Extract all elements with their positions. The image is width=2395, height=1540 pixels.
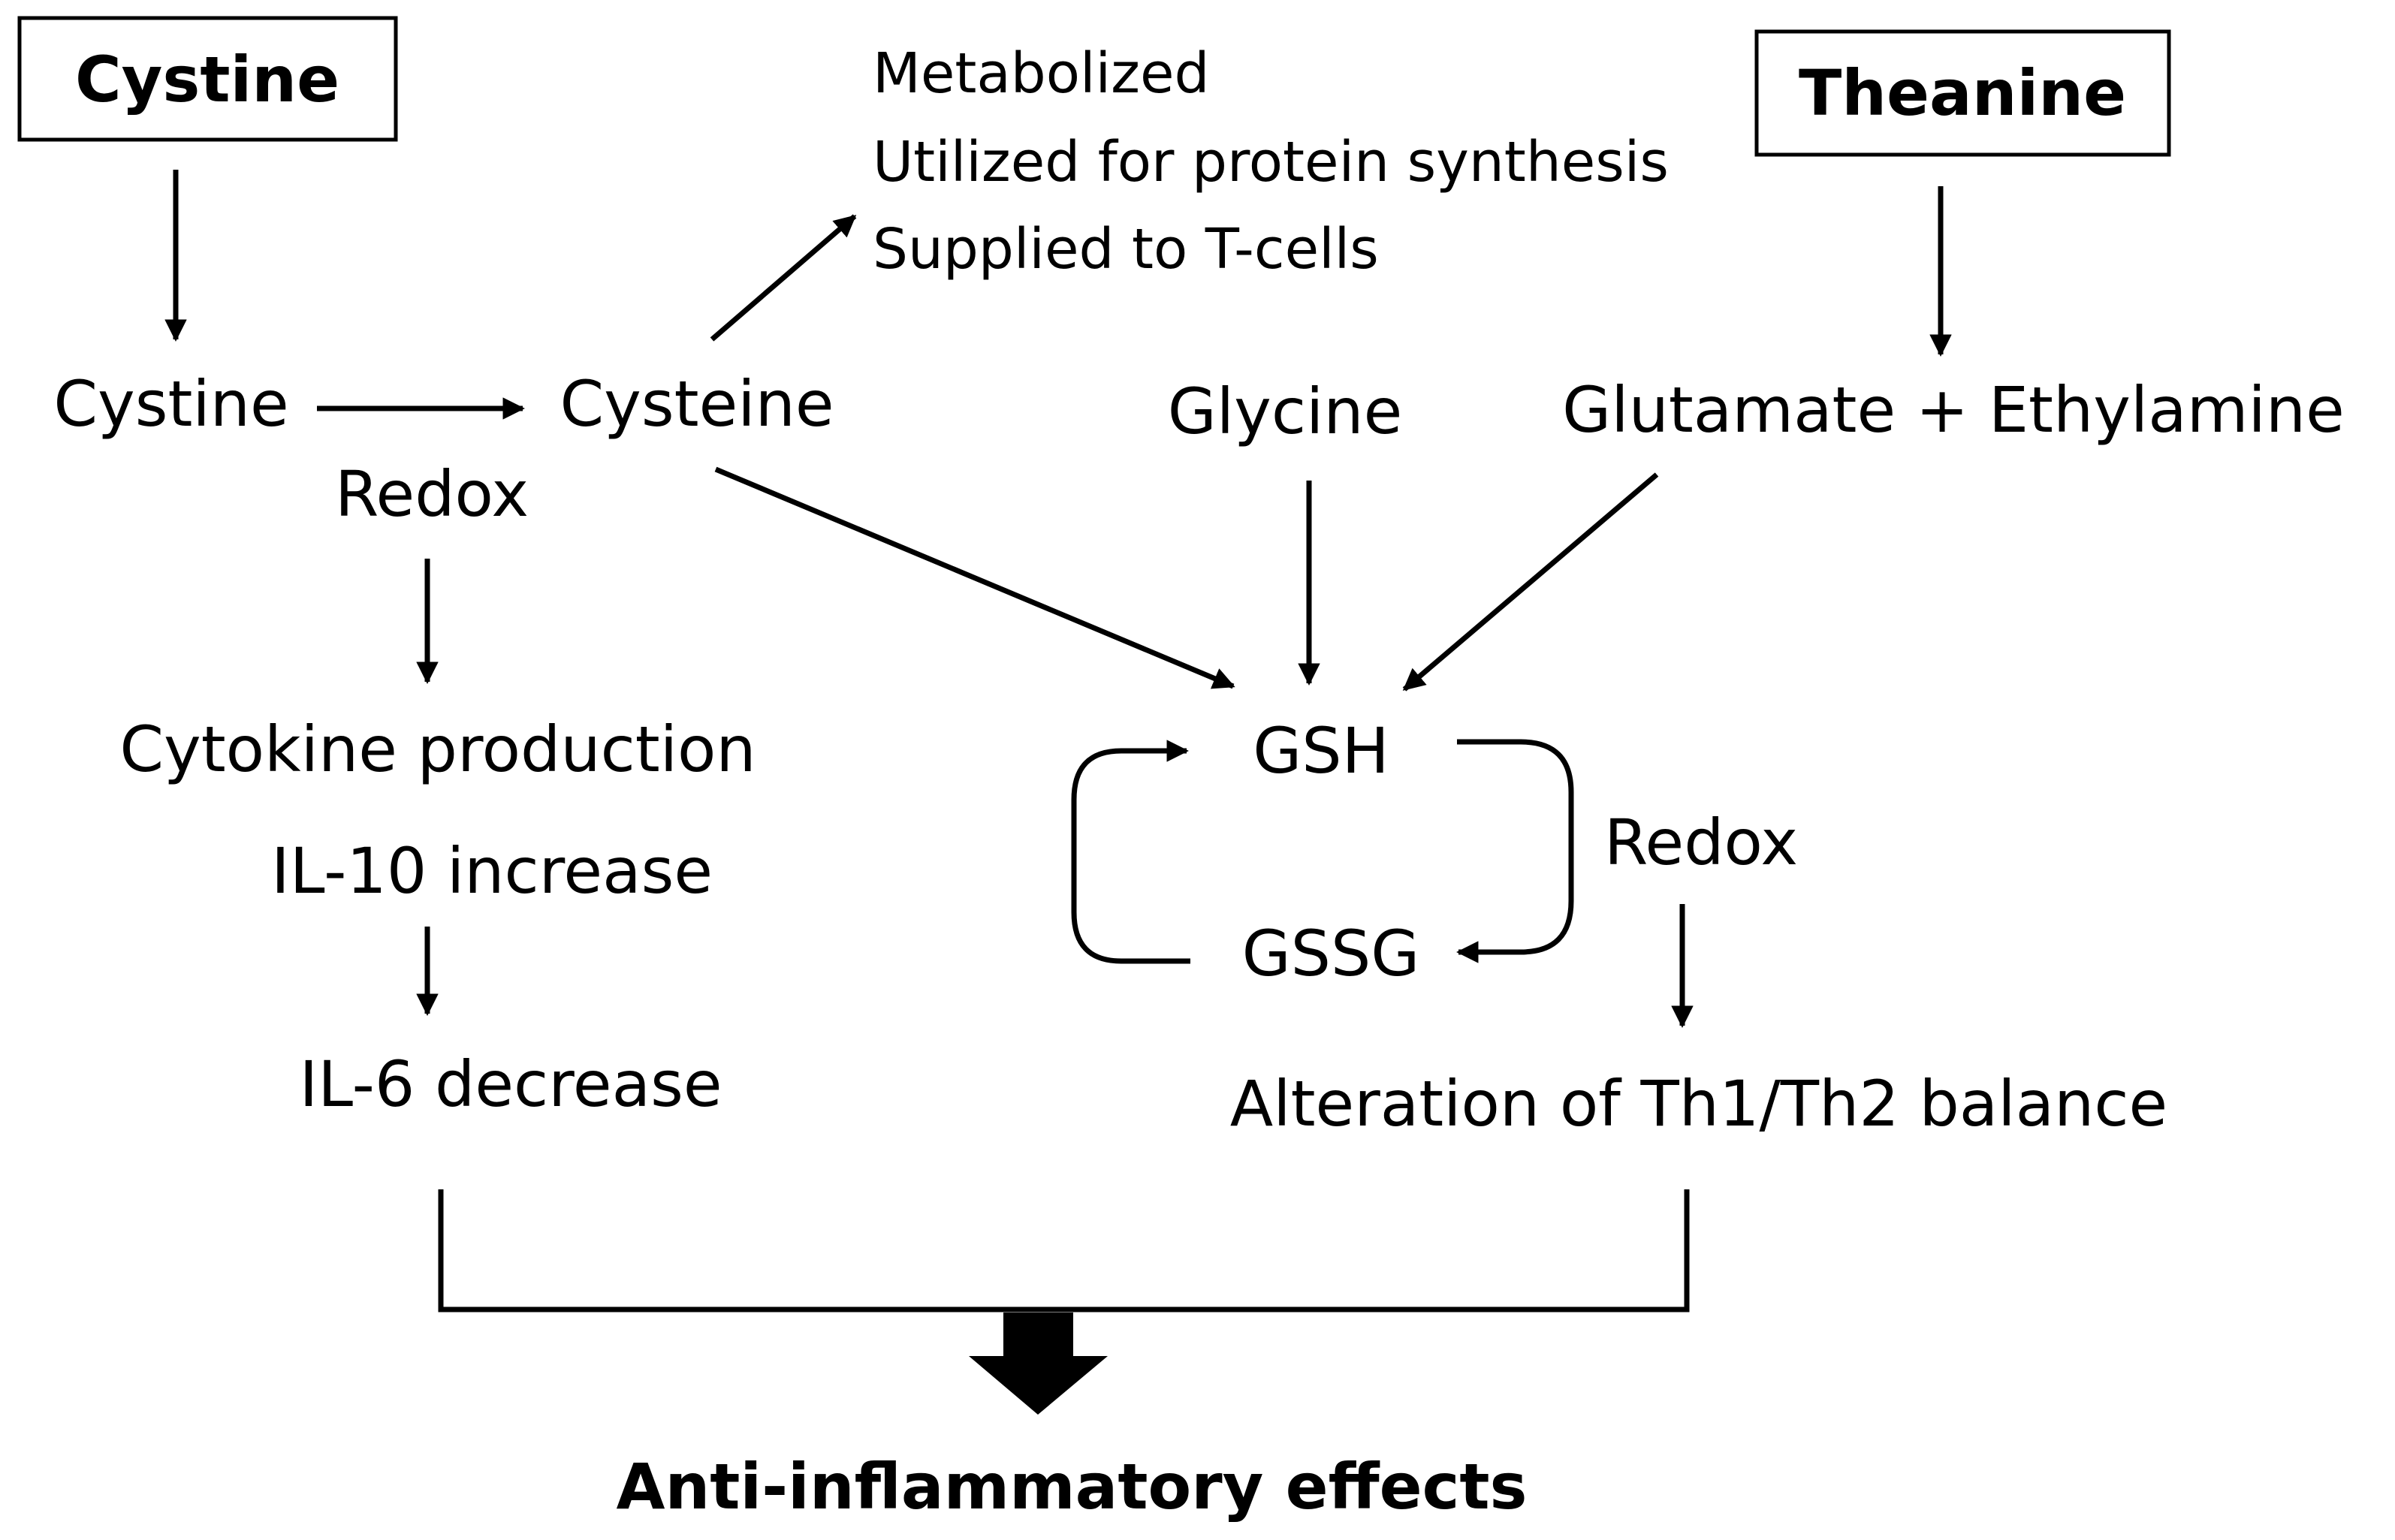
t-cells-label: Supplied to T-cells — [873, 217, 1379, 282]
glutamate-ethylamine-label: Glutamate + Ethylamine — [1562, 373, 2345, 447]
cystine-box-label: Cystine — [75, 43, 339, 116]
arrow-gssg-to-gsh-cycle — [1071, 740, 1190, 964]
convergence-bracket — [438, 1189, 1690, 1312]
th-balance-label: Alteration of Th1/Th2 balance — [1230, 1067, 2167, 1141]
arrow-cysteine-to-metabolized — [710, 214, 857, 342]
cysteine-label: Cysteine — [560, 367, 834, 441]
arrow-cysteine-to-gsh — [714, 466, 1235, 689]
metabolized-label: Metabolized — [873, 41, 1209, 106]
il10-label: IL-10 increase — [271, 834, 713, 908]
glycine-label: Glycine — [1168, 375, 1403, 448]
il6-label: IL-6 decrease — [299, 1047, 722, 1121]
cystine-box — [17, 16, 398, 142]
gssg-label: GSSG — [1242, 917, 1420, 990]
outcome-label: Anti-inflammatory effects — [616, 1450, 1527, 1523]
arrow-glutamate-to-gsh — [1402, 472, 1659, 692]
cytokine-production-label: Cytokine production — [119, 713, 756, 786]
big-down-arrow — [969, 1312, 1108, 1415]
theanine-box — [1754, 29, 2171, 157]
redox-right-label: Redox — [1604, 806, 1798, 879]
gsh-label: GSH — [1253, 714, 1389, 788]
arrow-gsh-to-gssg-cycle — [1456, 739, 1574, 963]
redox-left-label: Redox — [335, 457, 529, 531]
protein-synthesis-label: Utilized for protein synthesis — [873, 130, 1669, 194]
cystine-label: Cystine — [53, 367, 288, 441]
theanine-box-label: Theanine — [1799, 56, 2126, 130]
